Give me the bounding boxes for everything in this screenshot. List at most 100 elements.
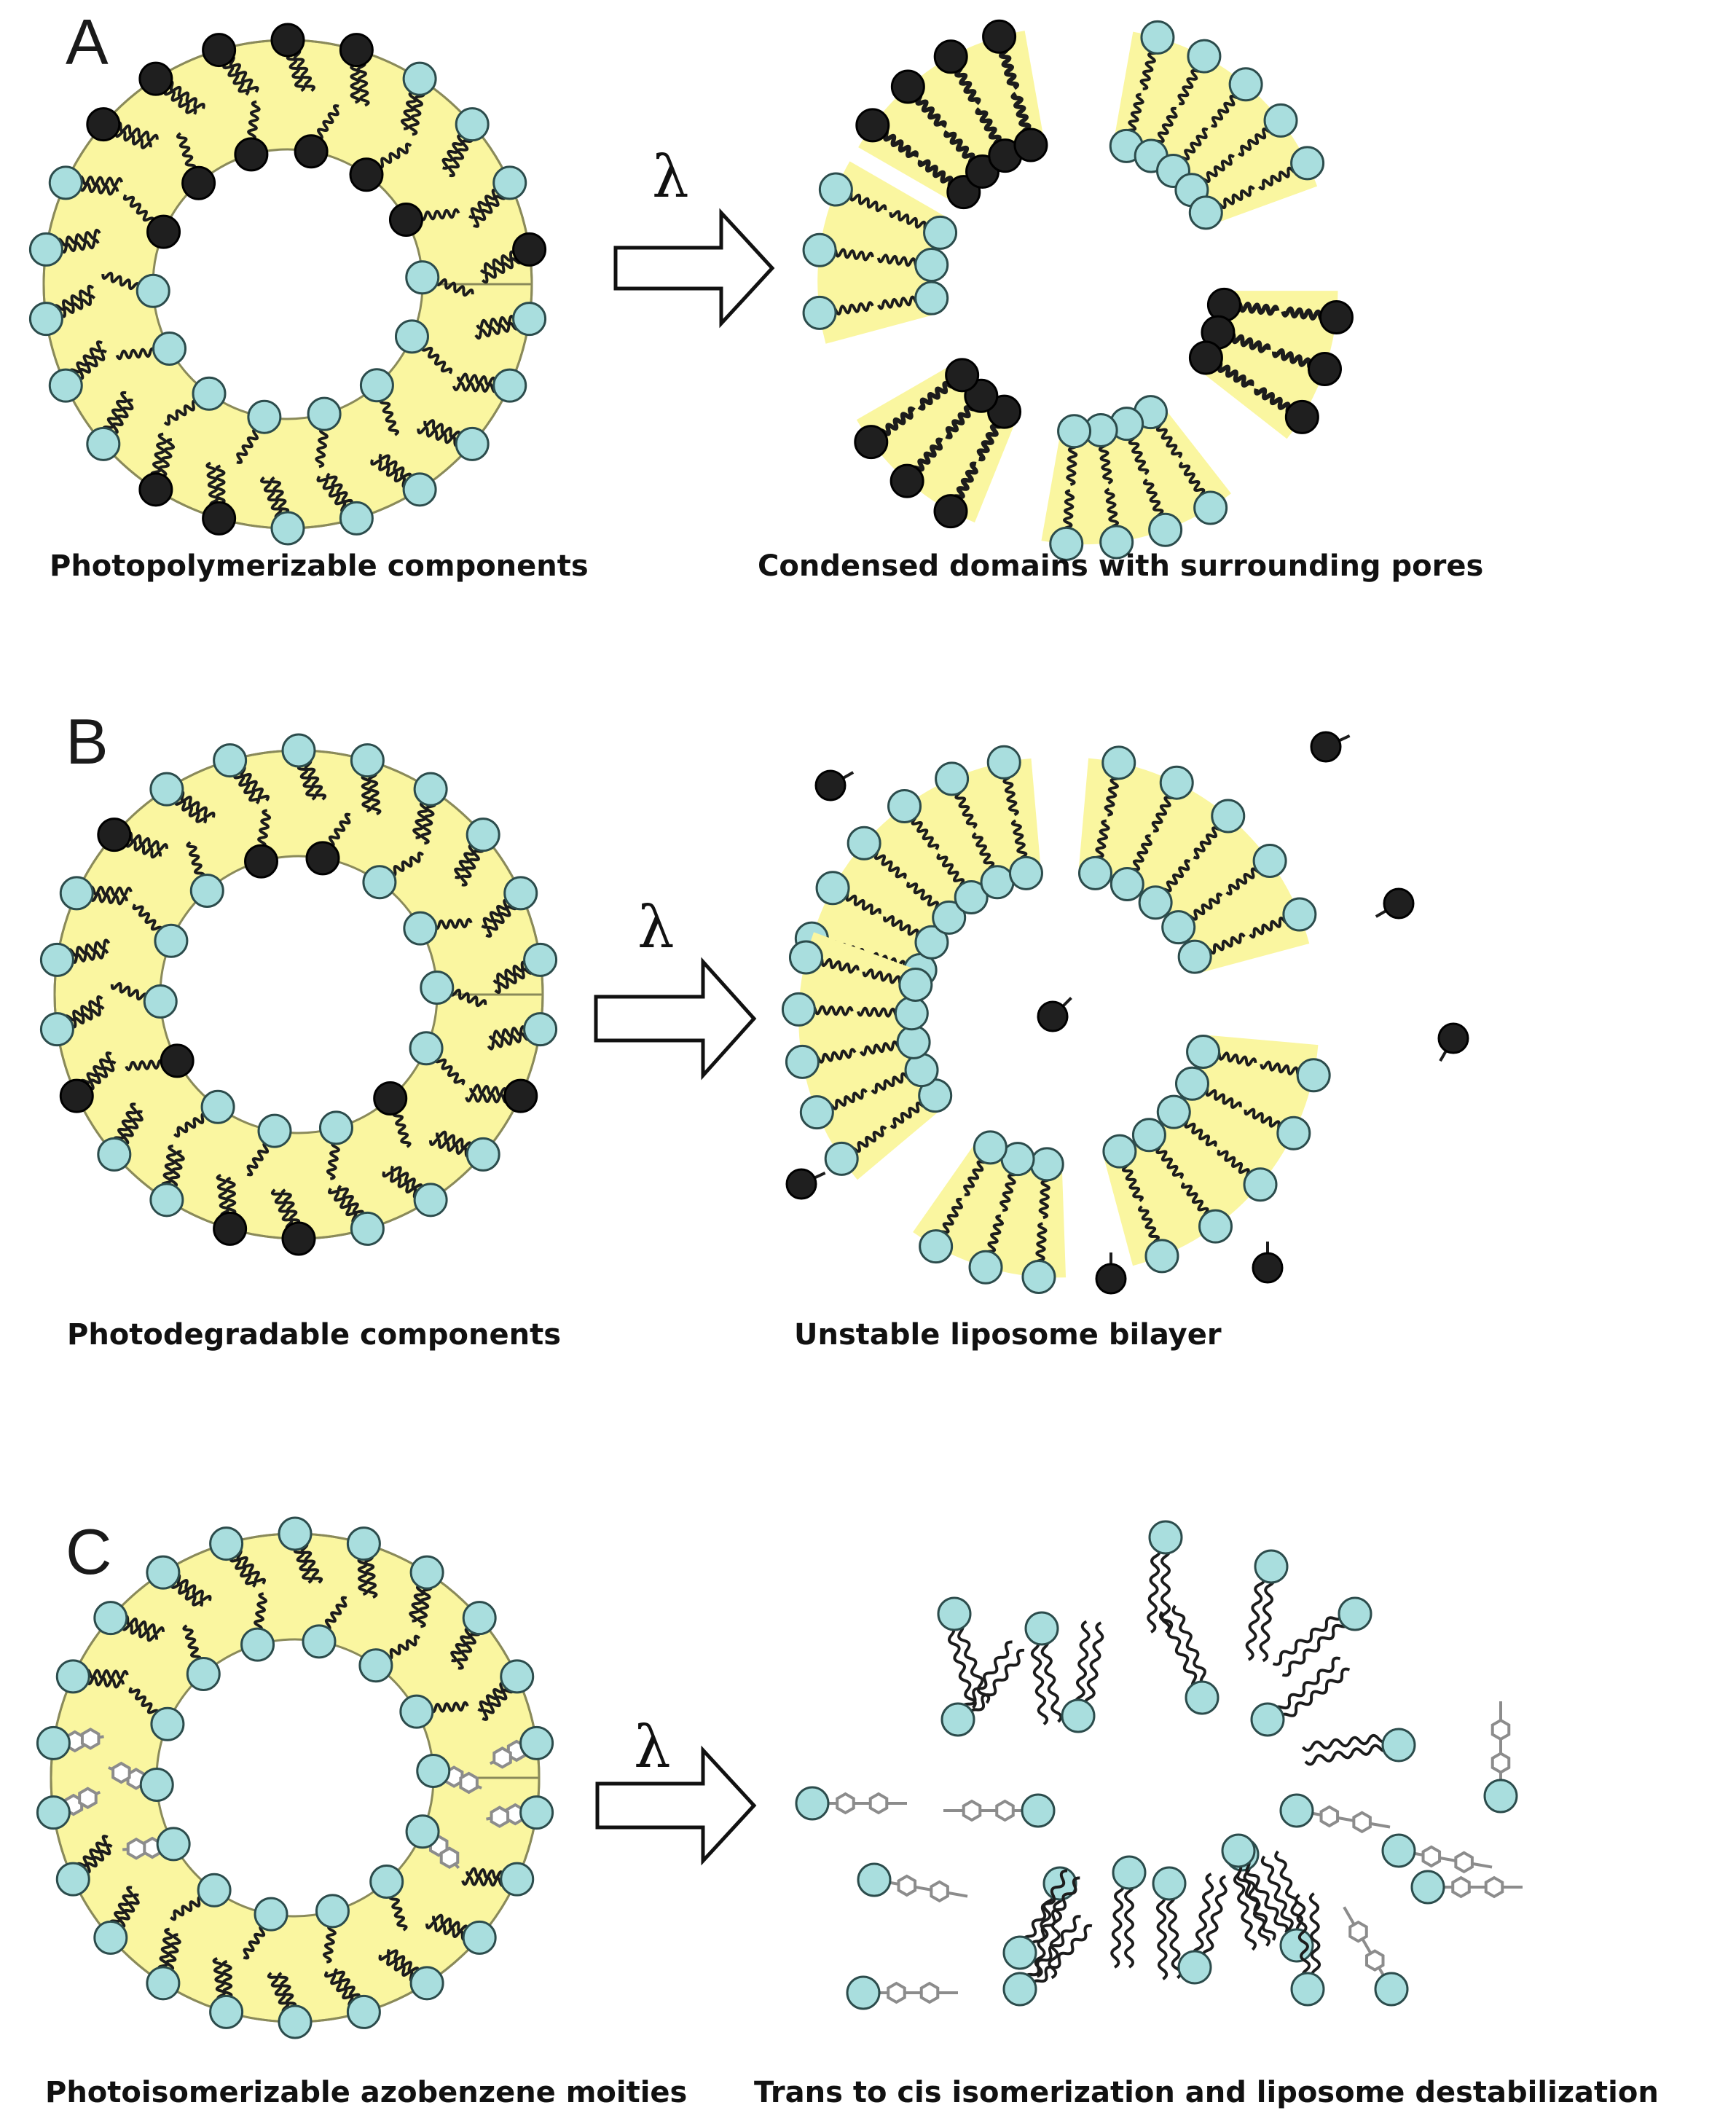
lipid-headgroup-icon bbox=[1021, 1793, 1056, 1828]
lipid-headgroup-icon bbox=[919, 1229, 954, 1264]
panel-a-left-caption: Photopolymerizable components bbox=[50, 549, 589, 583]
lipid-headgroup-icon bbox=[492, 368, 527, 403]
reactive-headgroup-icon bbox=[373, 1081, 408, 1116]
lipid-headgroup-icon bbox=[315, 1894, 350, 1929]
panel-b-intact-liposome bbox=[39, 733, 558, 1256]
reactive-headgroup-icon bbox=[1307, 352, 1342, 387]
lipid-tail-icon bbox=[1272, 1604, 1350, 1666]
reactive-headgroup-icon bbox=[890, 69, 925, 104]
released-lipid bbox=[1252, 1242, 1284, 1284]
reactive-headgroup-icon bbox=[339, 33, 374, 68]
lipid-headgroup-icon bbox=[1148, 512, 1183, 547]
lipid-tail-icon bbox=[1034, 1881, 1055, 1978]
lipid-tail-icon bbox=[1147, 1536, 1161, 1634]
lipid-headgroup-icon bbox=[28, 302, 63, 337]
lipid-headgroup-icon bbox=[93, 1920, 128, 1955]
lipid-headgroup-icon bbox=[350, 743, 385, 778]
lipid-headgroup-icon bbox=[1338, 1596, 1372, 1631]
lipid-tail-icon bbox=[1273, 1667, 1351, 1729]
benzene-ring bbox=[80, 1728, 101, 1750]
lipid-headgroup-icon bbox=[1112, 1855, 1147, 1890]
reactive-headgroup-icon bbox=[785, 1168, 817, 1200]
lipid-headgroup-icon bbox=[847, 826, 881, 860]
lipid-headgroup-icon bbox=[462, 1920, 497, 1955]
reactive-headgroup-icon bbox=[1252, 1252, 1284, 1284]
lipid-tail-icon bbox=[1301, 1731, 1399, 1752]
benzene-ring bbox=[1451, 1875, 1471, 1899]
panel-c-intact-liposome bbox=[36, 1516, 554, 2039]
released-lipid bbox=[1375, 887, 1415, 920]
lipid-headgroup-icon bbox=[209, 1994, 244, 2029]
reactive-headgroup-icon bbox=[814, 769, 847, 801]
panel-a-right-caption: Condensed domains with surrounding pores bbox=[758, 549, 1483, 583]
panel-b-lambda: λ bbox=[637, 893, 675, 961]
lipid-headgroup-icon bbox=[466, 1137, 500, 1172]
lipid-headgroup-icon bbox=[39, 942, 74, 977]
benzene-ring bbox=[490, 1806, 510, 1828]
panel-c-letter: C bbox=[66, 1516, 112, 1588]
fragment-body bbox=[1113, 31, 1318, 225]
lipid-headgroup-icon bbox=[146, 1966, 181, 2001]
bilayer-fragment bbox=[781, 932, 953, 1180]
lipid-headgroup-icon bbox=[1296, 1058, 1331, 1093]
lipid-headgroup-icon bbox=[369, 1864, 404, 1899]
lipid-tail-icon bbox=[1027, 1876, 1080, 1959]
lipid-headgroup-icon bbox=[186, 1657, 221, 1692]
lipid-headgroup-icon bbox=[1276, 1116, 1311, 1150]
lipid-headgroup-icon bbox=[519, 1725, 554, 1760]
azobenzene-icon bbox=[943, 1799, 1038, 1822]
lipid-headgroup-icon bbox=[209, 1526, 244, 1561]
reactive-headgroup-icon bbox=[1188, 340, 1223, 375]
reactive-headgroup-icon bbox=[244, 844, 279, 879]
benzene-ring bbox=[995, 1799, 1015, 1822]
lipid-headgroup-icon bbox=[409, 1031, 444, 1066]
lipid-headgroup-icon bbox=[97, 1137, 132, 1172]
reactive-headgroup-icon bbox=[933, 494, 968, 529]
reactive-headgroup-icon bbox=[933, 39, 968, 74]
reactive-headgroup-icon bbox=[294, 134, 329, 169]
lipid-headgroup-icon bbox=[1131, 1118, 1166, 1153]
benzene-ring bbox=[492, 1746, 512, 1769]
panel-a-lambda: λ bbox=[652, 143, 689, 211]
reactive-headgroup-icon bbox=[270, 23, 305, 58]
lipid-headgroup-icon bbox=[455, 107, 490, 142]
lipid-headgroup-icon bbox=[28, 232, 63, 267]
reactive-headgroup-icon bbox=[854, 425, 889, 460]
reactive-headgroup-icon bbox=[1437, 1022, 1469, 1054]
lipid-headgroup-icon bbox=[86, 426, 121, 461]
reactive-headgroup-icon bbox=[1319, 300, 1354, 335]
panel-c: C λ Photoisomerizable azobenzene moities… bbox=[36, 1516, 1659, 2109]
lipid-headgroup-icon bbox=[980, 865, 1015, 900]
lipid-headgroup-icon bbox=[935, 761, 970, 796]
reactive-headgroup-icon bbox=[281, 1221, 316, 1256]
lipid-headgroup-icon bbox=[932, 900, 967, 935]
lipid-headgroup-icon bbox=[1290, 1972, 1325, 2007]
lipid-headgroup-icon bbox=[914, 248, 949, 283]
reactive-headgroup-icon bbox=[945, 358, 980, 393]
lipid-headgroup-icon bbox=[1254, 1549, 1289, 1584]
bilayer-fragment bbox=[1078, 745, 1317, 974]
benzene-ring bbox=[919, 1981, 940, 2004]
lipid-headgroup-icon bbox=[1290, 146, 1325, 181]
lipid-headgroup-icon bbox=[1140, 20, 1175, 55]
lipid-headgroup-icon bbox=[59, 876, 94, 911]
benzene-ring bbox=[897, 1874, 917, 1897]
lipid-headgroup-icon bbox=[302, 1624, 337, 1659]
lipid-headgroup-icon bbox=[48, 368, 83, 403]
lipid-headgroup-icon bbox=[1410, 1870, 1445, 1905]
lipid-headgroup-icon bbox=[500, 1659, 535, 1694]
lipid-headgroup-icon bbox=[55, 1659, 90, 1694]
panel-b-right-caption: Unstable liposome bilayer bbox=[794, 1318, 1222, 1352]
lipid-headgroup-icon bbox=[409, 1966, 444, 2001]
reactive-headgroup-icon bbox=[160, 1043, 195, 1078]
lipid-headgroup-icon bbox=[36, 1795, 71, 1830]
lipid-headgroup-icon bbox=[512, 302, 547, 337]
panel-b-unstable-bilayer bbox=[781, 731, 1469, 1295]
lipid-headgroup-icon bbox=[416, 1754, 451, 1789]
reactive-headgroup-icon bbox=[855, 108, 890, 143]
reactive-headgroup-icon bbox=[503, 1078, 538, 1113]
reactive-headgroup-icon bbox=[1310, 731, 1342, 763]
lipid-headgroup-icon bbox=[1381, 1728, 1416, 1763]
lipid-headgroup-icon bbox=[189, 874, 224, 909]
lipid-headgroup-icon bbox=[455, 426, 490, 461]
